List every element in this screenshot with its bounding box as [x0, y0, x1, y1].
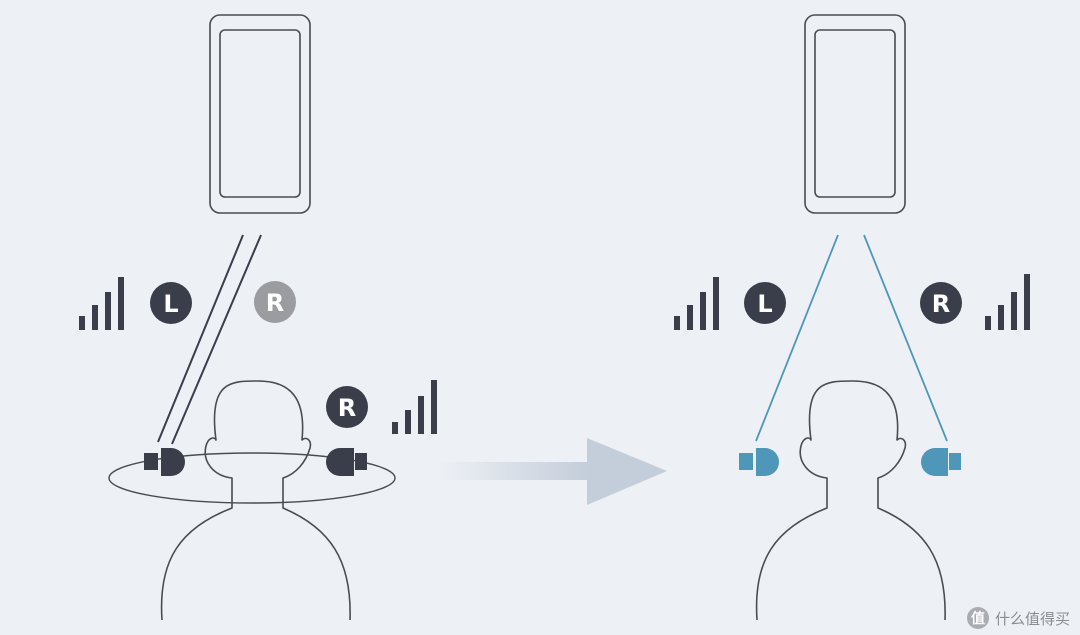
smartphone-icon — [209, 14, 311, 214]
right-earbud-badge-inactive: R — [254, 281, 296, 323]
right-badge-label: R — [266, 289, 284, 317]
right-earbud-icon — [326, 448, 367, 476]
signal-bars-icon — [674, 277, 719, 330]
relay-orbit-ring — [108, 452, 396, 504]
left-earbud-badge: L — [150, 282, 192, 324]
watermark-logo-icon: 值 — [966, 607, 989, 629]
left-badge-label: L — [757, 290, 772, 318]
transition-arrow-icon — [440, 438, 667, 505]
watermark-text: 什么值得买 — [994, 609, 1070, 628]
signal-bars-icon — [985, 274, 1030, 330]
left-earbud-badge: L — [744, 282, 786, 324]
signal-bars-icon — [79, 277, 124, 330]
left-earbud-icon — [144, 448, 185, 476]
after-panel: L R — [674, 14, 1030, 621]
left-earbud-icon — [739, 448, 779, 476]
right-earbud-icon — [921, 448, 961, 476]
smartphone-icon — [804, 14, 906, 214]
right-badge-label: R — [932, 290, 950, 318]
right-earbud-badge: R — [326, 386, 368, 428]
right-badge-near-label: R — [338, 394, 356, 422]
signal-bars-icon — [392, 380, 437, 434]
head-silhouette — [160, 380, 351, 621]
right-earbud-badge: R — [920, 282, 962, 324]
simultaneous-link-lines — [755, 234, 948, 442]
head-silhouette — [755, 380, 946, 621]
left-badge-label: L — [163, 290, 178, 318]
relay-link-lines — [157, 234, 262, 445]
watermark: 值 什么值得买 — [966, 607, 1070, 629]
before-panel: L R R — [79, 14, 437, 621]
